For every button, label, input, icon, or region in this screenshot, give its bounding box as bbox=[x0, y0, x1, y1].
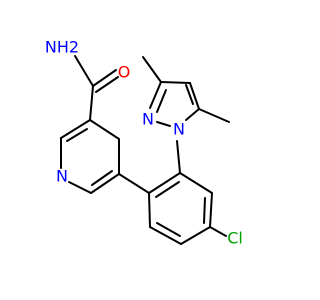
bond-amide-carbon-ring bbox=[89, 85, 94, 121]
pyridine-nitrogen-label: N bbox=[56, 167, 68, 186]
phenyl-bond-1 bbox=[148, 172, 181, 194]
bond-c3-methyl bbox=[142, 56, 162, 83]
pyridine-bond-4-inner bbox=[91, 170, 113, 186]
pyrazole-c5-c4-inner bbox=[185, 84, 194, 105]
chlorine-label: Cl bbox=[227, 229, 243, 248]
phenyl-bond-4 bbox=[180, 226, 211, 245]
atom-labels: NH2 O N N N Cl bbox=[45, 38, 243, 248]
pyrazole-c3-n2-inner bbox=[156, 89, 167, 113]
pyrazole-c3-n2 bbox=[149, 81, 162, 109]
phenyl-bond-1-inner bbox=[155, 181, 180, 198]
pyridine-bond-1 bbox=[60, 119, 91, 139]
bond-phenyl-pyrazole bbox=[176, 140, 181, 174]
bond-c-o-amide-b bbox=[95, 76, 119, 93]
bonds bbox=[60, 55, 230, 245]
pyridine-bond-4 bbox=[90, 173, 120, 194]
pyridine-bond-3 bbox=[68, 181, 92, 194]
bond-c-cl bbox=[209, 226, 227, 237]
pyrazole-n2-n1 bbox=[156, 121, 171, 127]
phenyl-bond-5 bbox=[149, 226, 182, 245]
pyridine-bond-6 bbox=[89, 119, 120, 140]
bond-c-o-amide-a bbox=[92, 69, 117, 87]
phenyl-bond-6 bbox=[148, 192, 151, 228]
pyrazole-c5-c4 bbox=[189, 82, 200, 110]
phenyl-bond-2 bbox=[179, 172, 213, 194]
phenyl-bond-3 bbox=[209, 192, 213, 228]
pyrazole-c4-c3 bbox=[160, 81, 191, 84]
pyrazole-n1-label: N bbox=[173, 120, 185, 139]
pyrazole-n1-c5 bbox=[185, 108, 200, 121]
phenyl-bond-5-inner bbox=[156, 222, 181, 237]
bond-c5-methyl bbox=[198, 108, 230, 123]
amide-nitrogen-label: NH2 bbox=[45, 38, 79, 57]
molecule-structure: NH2 O N N N Cl bbox=[45, 38, 243, 248]
bond-n-c-amide bbox=[74, 55, 94, 87]
biaryl-bond bbox=[118, 173, 150, 194]
pyrazole-n2-label: N bbox=[142, 110, 154, 129]
pyridine-bond-1-inner bbox=[66, 128, 88, 142]
amide-oxygen-label: O bbox=[118, 63, 131, 82]
phenyl-bond-3-inner bbox=[203, 197, 206, 224]
